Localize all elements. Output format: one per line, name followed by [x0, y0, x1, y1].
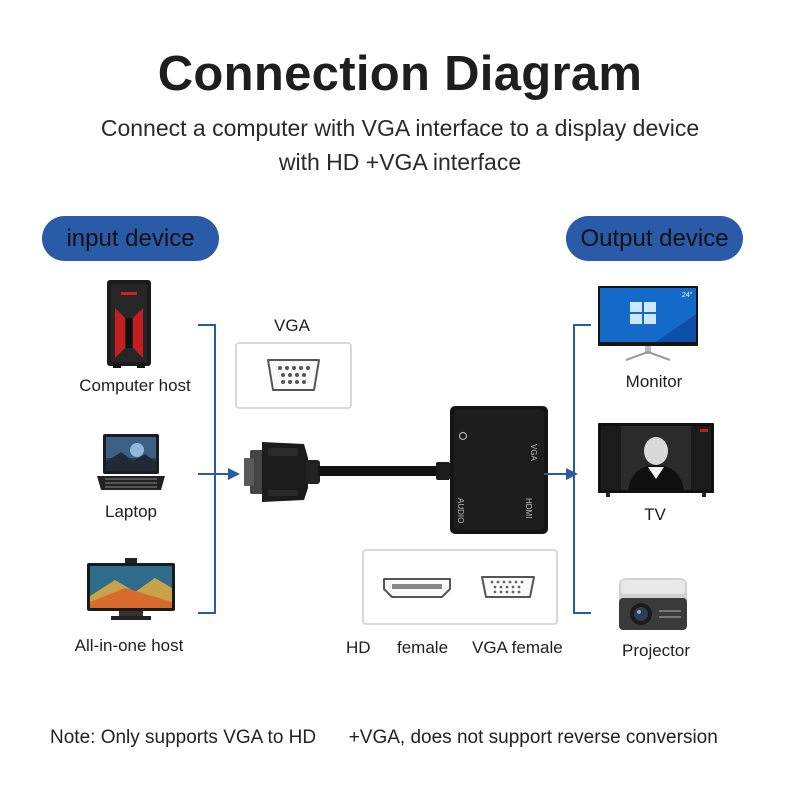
subtitle-line-2: with HD +VGA interface [278, 149, 522, 175]
vga-female-label: VGA female [472, 638, 563, 657]
vga-adapter-illustration: VGA HDMI AUDIO [244, 406, 548, 534]
laptop-label: Laptop [105, 502, 157, 521]
note-part-1: Note: Only supports VGA to HD [50, 727, 317, 748]
tv-label: TV [644, 505, 666, 524]
page-title: Connection Diagram [157, 47, 643, 101]
input-arrow [198, 468, 240, 480]
hub-audio-port-label: AUDIO [456, 498, 465, 523]
monitor-label: Monitor [625, 372, 683, 391]
monitor-size-text: 24" [682, 292, 693, 299]
monitor-icon: 24" [598, 286, 698, 361]
hd-label: HD [346, 638, 371, 657]
female-label: female [397, 638, 449, 657]
all-in-one-host-label: All-in-one host [74, 636, 184, 655]
input-bracket [198, 324, 216, 614]
output-arrow [544, 468, 578, 480]
all-in-one-host-icon [87, 558, 175, 620]
hub-hdmi-port-label: HDMI [524, 498, 533, 518]
note-part-2: +VGA, does not support reverse conversio… [348, 727, 718, 748]
hdmi-port-icon [383, 578, 451, 598]
vga-female-port-icon [481, 576, 535, 598]
input-device-pill: input device [42, 216, 219, 261]
female-ports-box [362, 549, 558, 625]
hub-vga-port-label: VGA [529, 444, 538, 462]
footer-note: Note: Only supports VGA to HD +VGA, does… [50, 727, 718, 749]
projector-icon [619, 578, 687, 630]
output-bracket [573, 324, 591, 614]
computer-host-label: Computer host [79, 376, 191, 395]
tv-icon [598, 423, 714, 497]
vga-port-box [235, 342, 352, 409]
output-device-pill: Output device [566, 216, 743, 261]
projector-label: Projector [621, 641, 691, 660]
vga-port-icon [267, 359, 320, 391]
subtitle-line-1: Connect a computer with VGA interface to… [100, 115, 700, 141]
laptop-icon [97, 434, 165, 490]
vga-port-title: VGA [274, 316, 310, 335]
computer-host-icon [107, 280, 151, 368]
